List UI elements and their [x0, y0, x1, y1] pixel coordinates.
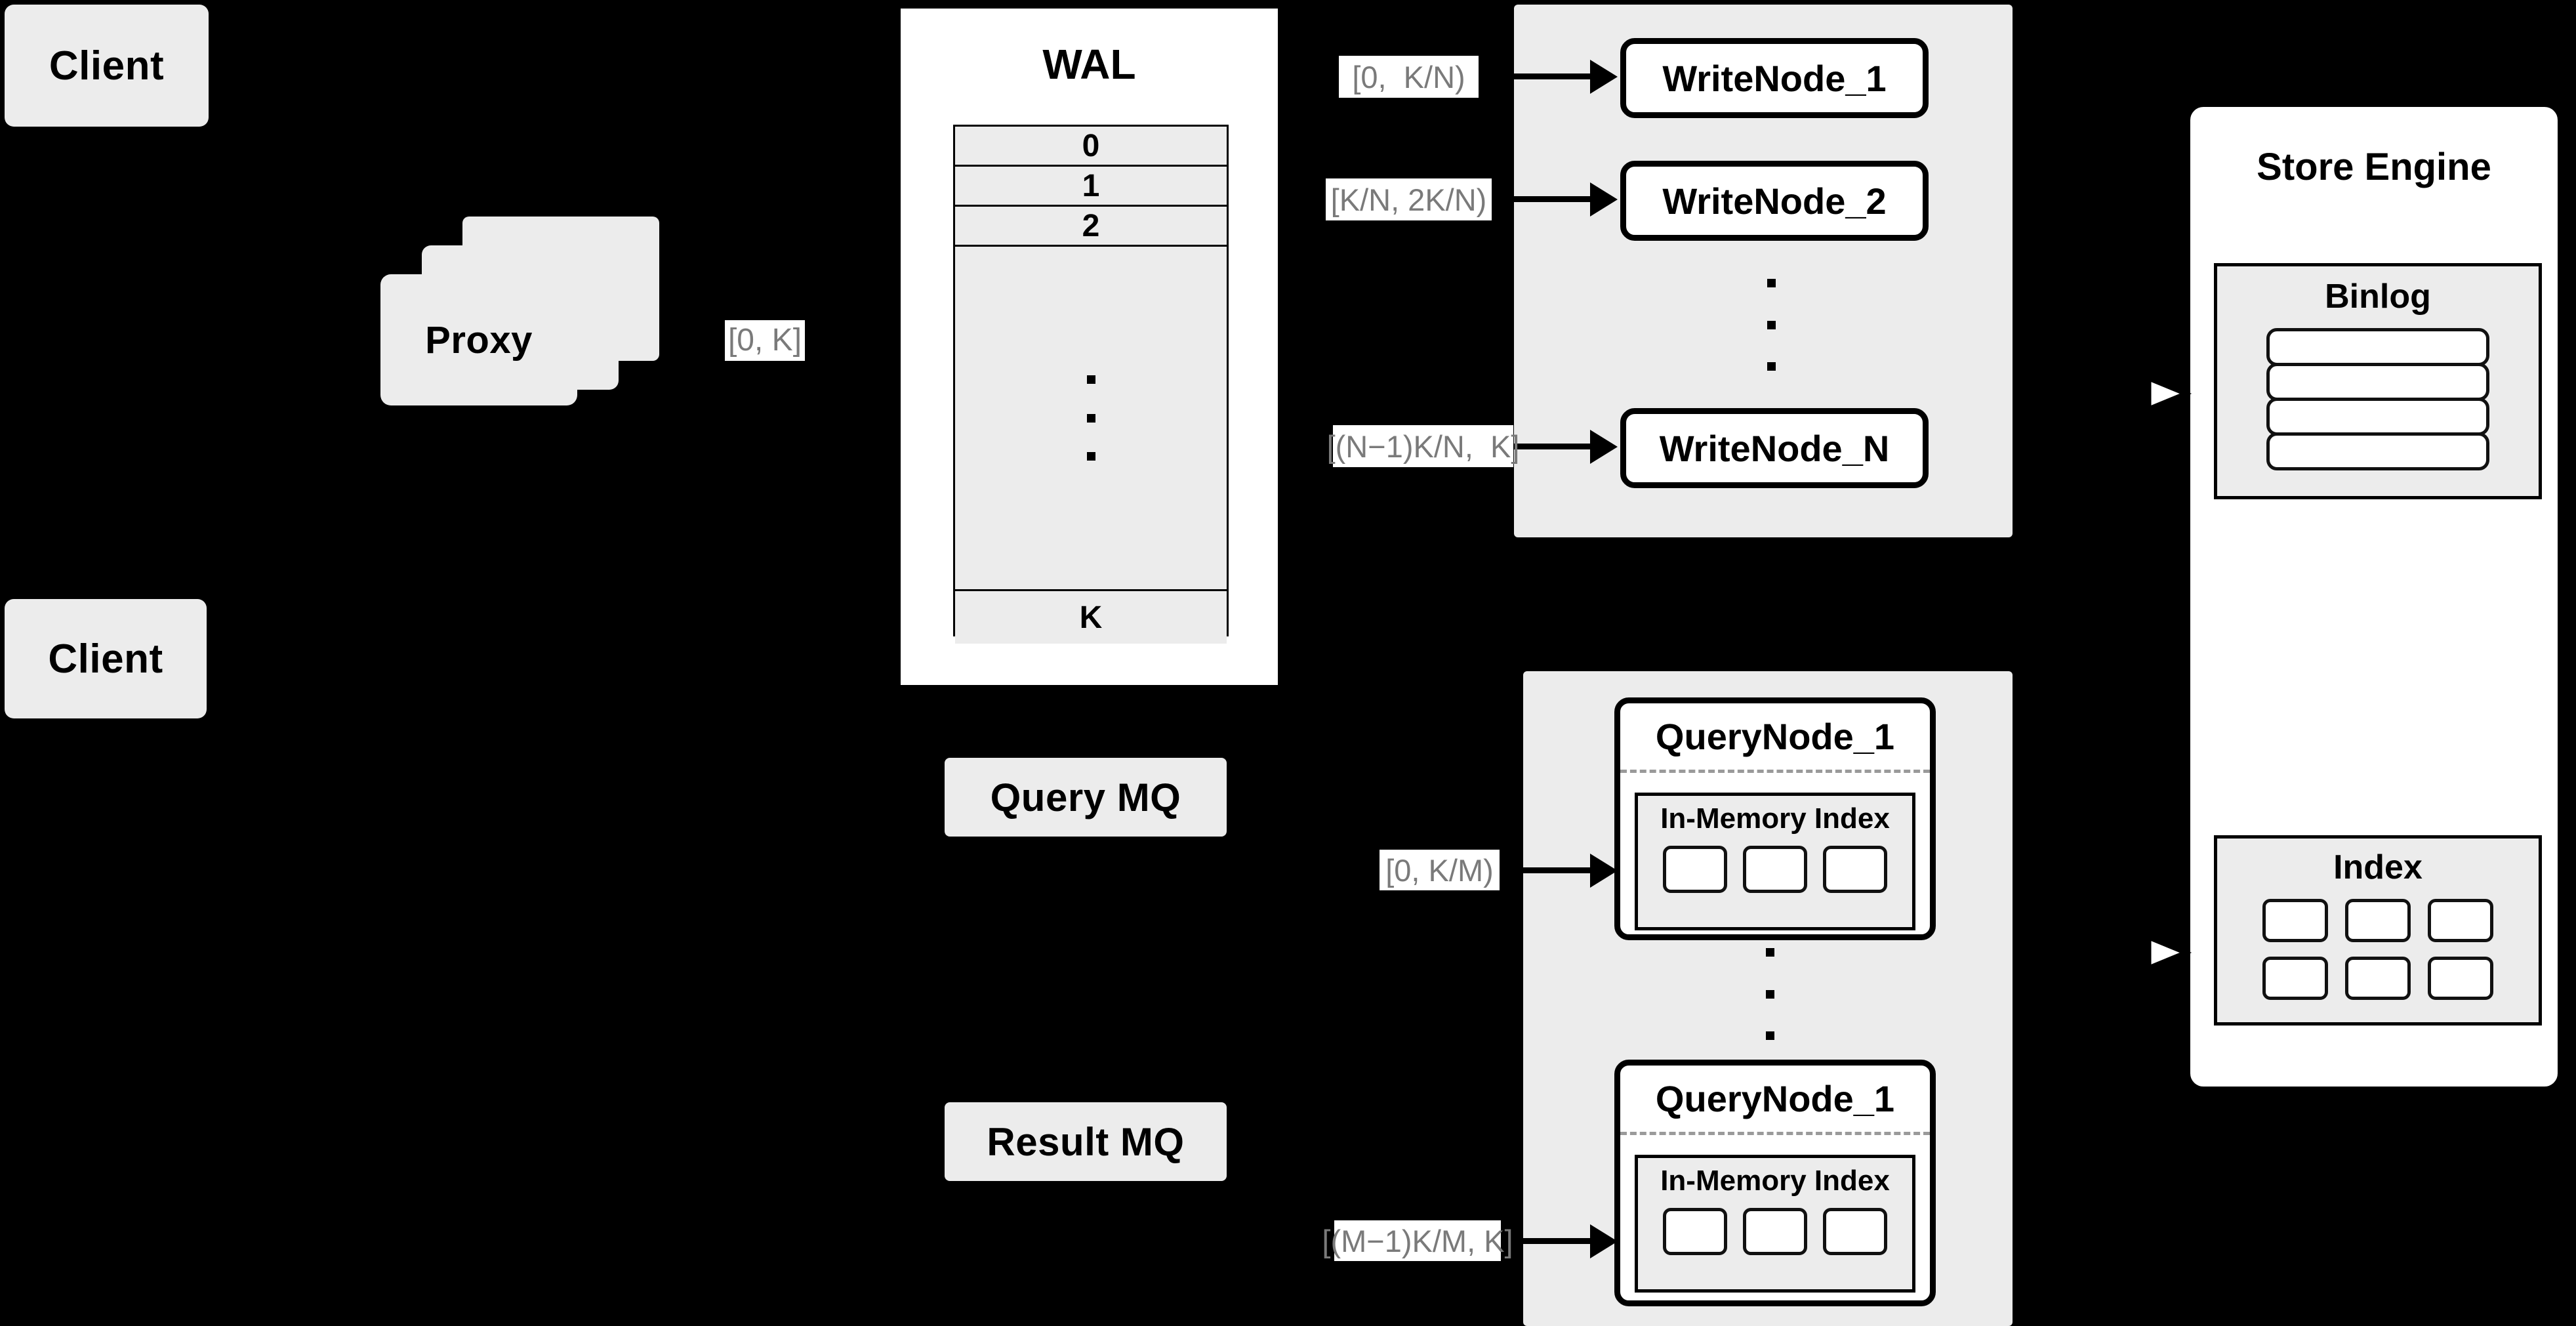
wal-table: 0 1 2 K — [953, 125, 1229, 644]
store-engine-title: Store Engine — [2257, 146, 2491, 188]
write-node-1-label: WriteNode_1 — [1662, 57, 1887, 99]
wal-row-value: 0 — [1082, 128, 1100, 163]
binlog-box: Binlog — [2214, 263, 2542, 499]
in-memory-index-title: In-Memory Index — [1660, 802, 1890, 835]
proxy-card-front[interactable]: Proxy — [380, 274, 577, 405]
query-mq-label: Query MQ — [990, 775, 1181, 819]
in-memory-index-chip-row — [1638, 1208, 1912, 1255]
store-index-chip[interactable] — [2428, 899, 2493, 942]
proxy-stack[interactable]: Proxy — [380, 217, 669, 433]
arrow-index-open — [2114, 930, 2192, 976]
index-chip-row-1 — [2217, 899, 2539, 942]
client-label-2: Client — [48, 636, 163, 682]
query-node-2-divider — [1620, 1132, 1930, 1135]
query-node-1-divider — [1620, 770, 1930, 773]
arrow-line-wal-to-write-2 — [1509, 196, 1593, 202]
edge-label-text: [(N−1)K/N, K] — [1326, 428, 1520, 464]
binlog-bar[interactable] — [2266, 398, 2489, 436]
edge-label-wal-to-write-1: [0, K/N) — [1339, 56, 1479, 98]
query-node-2-in-memory-index: In-Memory Index — [1635, 1155, 1915, 1293]
write-node-n[interactable]: WriteNode_N — [1620, 408, 1929, 488]
wal-vertical-ellipsis-icon — [1086, 375, 1095, 461]
index-chip[interactable] — [1823, 1208, 1887, 1255]
in-memory-index-title: In-Memory Index — [1660, 1165, 1890, 1197]
index-chip[interactable] — [1823, 846, 1887, 893]
client-label-1: Client — [49, 43, 165, 89]
edge-label-mq-to-query-m: [(M−1)K/M, K] — [1322, 1220, 1513, 1261]
write-group-vertical-ellipsis-icon — [1766, 279, 1776, 371]
store-engine-panel: Store Engine Binlog Index — [2186, 103, 2562, 1090]
query-node-1-label: QueryNode_1 — [1655, 716, 1895, 757]
store-index-chip[interactable] — [2262, 957, 2328, 1000]
wal-row-value: 1 — [1082, 168, 1100, 203]
store-index-chip[interactable] — [2428, 957, 2493, 1000]
arrow-line-wal-to-write-n — [1509, 444, 1593, 449]
query-mq-node[interactable]: Query MQ — [945, 758, 1227, 837]
query-node-1[interactable]: QueryNode_1 In-Memory Index — [1614, 697, 1936, 940]
query-node-1-in-memory-index: In-Memory Index — [1635, 793, 1915, 930]
store-index-chip[interactable] — [2345, 957, 2411, 1000]
edge-label-text: [0, K/M) — [1385, 852, 1494, 888]
binlog-bar[interactable] — [2266, 432, 2489, 470]
arrow-head-wal-to-write-n — [1590, 430, 1618, 464]
result-mq-label: Result MQ — [987, 1119, 1185, 1164]
binlog-bar[interactable] — [2266, 363, 2489, 401]
wal-row-value: 2 — [1082, 208, 1100, 243]
arrow-head-wal-to-write-2 — [1590, 182, 1618, 217]
arrow-line-mq-to-query-m — [1509, 1238, 1593, 1244]
arrow-binlog-open — [2114, 371, 2192, 417]
edge-label-text: [K/N, 2K/N) — [1330, 182, 1487, 217]
index-title: Index — [2333, 848, 2423, 886]
arrow-head-mq-to-query-m — [1590, 1224, 1618, 1258]
index-chip[interactable] — [1663, 1208, 1727, 1255]
write-node-n-label: WriteNode_N — [1659, 427, 1890, 469]
edge-label-wal-to-write-n: [(N−1)K/N, K] — [1327, 425, 1519, 467]
write-node-1[interactable]: WriteNode_1 — [1620, 38, 1929, 118]
in-memory-index-chip-row — [1638, 846, 1912, 893]
edge-label-wal-to-write-2: [K/N, 2K/N) — [1326, 178, 1492, 220]
binlog-bar[interactable] — [2266, 328, 2489, 366]
wal-title: WAL — [1042, 41, 1136, 88]
query-group-vertical-ellipsis-icon — [1765, 948, 1775, 1040]
index-chip-row-2 — [2217, 957, 2539, 1000]
wal-row-value: K — [1079, 600, 1103, 635]
wal-row-ellipsis — [955, 247, 1227, 591]
wal-row[interactable]: K — [955, 591, 1227, 644]
client-node-2[interactable]: Client — [5, 599, 207, 718]
wal-row[interactable]: 0 — [955, 127, 1227, 167]
arrow-head-mq-to-query-1 — [1590, 854, 1618, 888]
edge-label-proxy-to-wal: [0, K] — [725, 320, 805, 361]
edge-label-text: [0, K/N) — [1352, 59, 1465, 94]
arrow-line-mq-to-query-1 — [1509, 867, 1593, 873]
index-chip[interactable] — [1743, 846, 1807, 893]
write-node-2[interactable]: WriteNode_2 — [1620, 161, 1929, 241]
index-box: Index — [2214, 835, 2542, 1026]
store-index-chip[interactable] — [2345, 899, 2411, 942]
client-node-1[interactable]: Client — [5, 5, 209, 127]
wal-row[interactable]: 1 — [955, 167, 1227, 207]
edge-label-mq-to-query-1: [0, K/M) — [1380, 850, 1500, 890]
wal-row[interactable]: 2 — [955, 207, 1227, 247]
arrow-head-wal-to-write-1 — [1590, 60, 1618, 94]
edge-label-text: [0, K] — [727, 323, 802, 358]
result-mq-node[interactable]: Result MQ — [945, 1102, 1227, 1181]
store-index-chip[interactable] — [2262, 899, 2328, 942]
edge-label-text: [(M−1)K/M, K] — [1322, 1223, 1513, 1258]
index-chip[interactable] — [1743, 1208, 1807, 1255]
query-node-2[interactable]: QueryNode_1 In-Memory Index — [1614, 1060, 1936, 1306]
index-chip[interactable] — [1663, 846, 1727, 893]
proxy-label: Proxy — [425, 318, 533, 362]
arrow-line-wal-to-write-1 — [1509, 73, 1593, 79]
wal-panel: WAL 0 1 2 K — [897, 5, 1282, 689]
binlog-title: Binlog — [2325, 278, 2431, 316]
query-node-2-label: QueryNode_1 — [1655, 1078, 1895, 1119]
write-node-2-label: WriteNode_2 — [1662, 180, 1887, 222]
